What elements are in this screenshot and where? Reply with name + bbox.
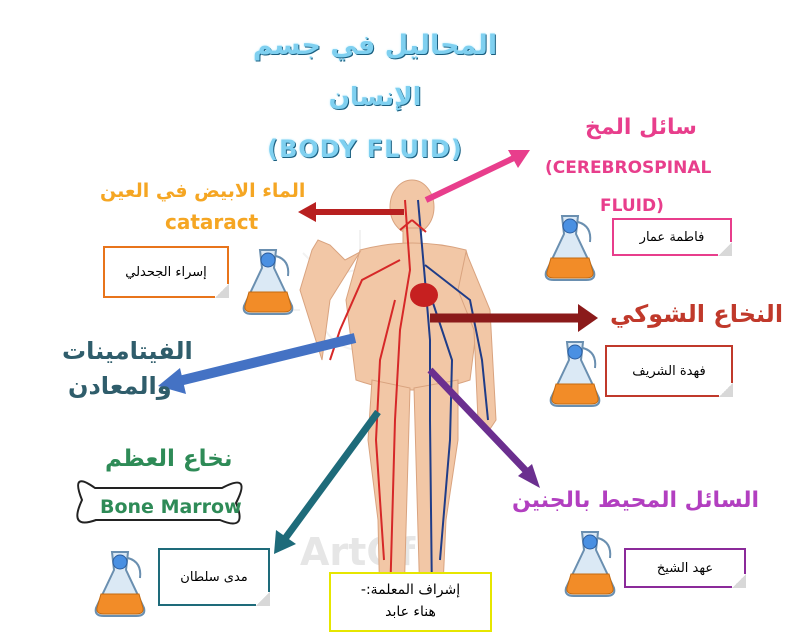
supervisor-box: إشراف المعلمة:- هناء عابد: [329, 572, 492, 632]
note-fatima-text: فاطمة عمار: [639, 229, 705, 245]
flask-icon: [549, 341, 601, 407]
note-fahda: فهدة الشريف: [605, 345, 733, 397]
note-israa: إسراء الجحدلي: [103, 246, 229, 298]
flask-icon: [242, 249, 294, 315]
arrow-vitamins: [158, 333, 357, 394]
title-line-3: (BODY FLUID): [267, 135, 463, 163]
bone-shape: [76, 480, 243, 525]
arrow-marrow: [274, 409, 381, 554]
arrow-csf: [424, 150, 530, 203]
note-ahd: عهد الشيخ: [624, 548, 746, 588]
label-vitamins-ar-1: الفيتامينات: [62, 337, 193, 365]
title-line-1: المحاليل في جسم: [252, 30, 498, 61]
label-csf-ar: سائل المخ: [585, 115, 697, 140]
heart-shape: [410, 283, 438, 307]
arrow-spinal: [430, 304, 598, 332]
label-csf-en-2: FLUID): [600, 196, 664, 216]
note-fahda-text: فهدة الشريف: [632, 363, 706, 379]
note-fatima: فاطمة عمار: [612, 218, 732, 256]
label-vitamins-ar-2: والمعادن: [68, 372, 172, 400]
flask-icon: [544, 215, 596, 281]
arrow-amniotic: [427, 367, 540, 488]
note-ahd-text: عهد الشيخ: [656, 560, 714, 576]
human-body-figure: [299, 179, 497, 609]
flask-icon: [94, 551, 146, 617]
title-line-2: الإنسان: [328, 82, 422, 111]
note-israa-text: إسراء الجحدلي: [125, 264, 207, 280]
label-cataract-ar: الماء الابيض في العين: [100, 180, 306, 202]
label-cataract-en: cataract: [165, 210, 259, 234]
label-spinal-ar: النخاع الشوكي: [610, 300, 784, 328]
flask-icon: [564, 531, 616, 597]
label-marrow-en: Bone Marrow: [100, 496, 242, 518]
label-amniotic-ar: السائل المحيط بالجنين: [512, 488, 760, 513]
note-mada-text: مدى سلطان: [180, 569, 248, 585]
supervisor-line-2: هناء عابد: [385, 604, 436, 620]
arrow-cataract: [298, 202, 404, 222]
label-marrow-ar: نخاع العظم: [105, 446, 233, 472]
note-mada: مدى سلطان: [158, 548, 270, 606]
supervisor-line-1: إشراف المعلمة:-: [360, 582, 461, 598]
label-csf-en-1: (CEREBROSPINAL: [545, 158, 712, 178]
